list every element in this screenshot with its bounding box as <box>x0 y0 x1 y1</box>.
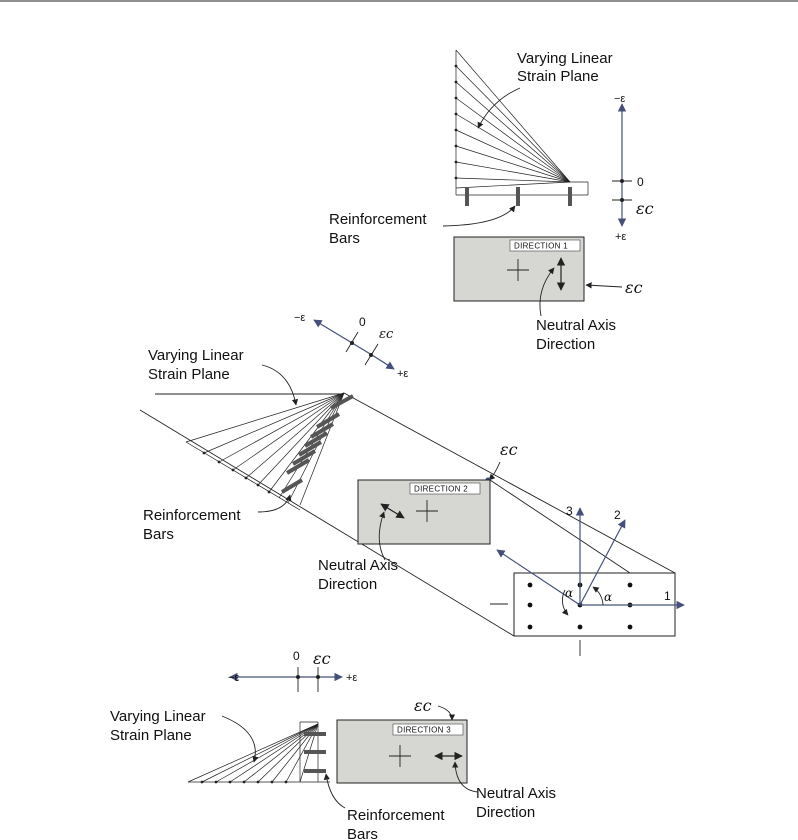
bot-neutral-label-1: Neutral Axis <box>476 785 556 802</box>
top-bars-label-1: Reinforcement <box>329 211 427 228</box>
top-bars-label-2: Bars <box>329 230 360 247</box>
bot-strain-plane-leader <box>221 715 259 763</box>
bot-neutral-leader <box>452 761 479 793</box>
direction-1-tag-box <box>509 239 581 252</box>
mid-fan-dots <box>202 451 271 494</box>
mid-strain-plane-label-1: Varying Linear <box>148 347 244 364</box>
mid-axis-epsc-label: εc <box>379 327 394 342</box>
section-angle-label: α <box>565 586 573 600</box>
direction-1-tag: DIRECTION 1 <box>514 242 568 251</box>
top-neutral-label-1: Neutral Axis <box>536 317 616 334</box>
section-angle-arc <box>592 586 604 606</box>
mid-axis-zero-label: 0 <box>359 315 366 329</box>
bot-bars-label-2: Bars <box>347 826 378 840</box>
bot-axis-zero-label: 0 <box>293 649 300 663</box>
top-axis-zero-label: 0 <box>637 175 644 189</box>
top-fan-dots <box>454 64 458 180</box>
direction-3-group: −ε 0 εc +ε Varying Linear <box>110 649 556 840</box>
direction-3-tag: DIRECTION 3 <box>397 726 451 735</box>
direction-2-neutral-axis-arrow <box>380 503 405 519</box>
bot-bars-leader <box>323 773 346 809</box>
top-axis-pos-label: +ε <box>615 231 626 243</box>
mid-strain-axis-neg <box>313 319 373 356</box>
bot-axis-zero-dot <box>296 675 300 679</box>
top-axis-zero-dot <box>620 179 624 183</box>
section-axis-2 <box>579 519 626 606</box>
bot-strain-plane-label-2: Strain Plane <box>110 727 192 744</box>
bot-epsc-label: εc <box>414 696 432 715</box>
bot-axis-neg-label: −ε <box>228 672 239 684</box>
top-bars-leader <box>442 205 516 227</box>
bot-neutral-label-2: Direction <box>476 804 535 821</box>
section-neutral-axis-direction <box>496 549 581 606</box>
bot-strain-plane-label-1: Varying Linear <box>110 708 206 725</box>
mid-prism-edge <box>489 479 631 574</box>
section-angle-label: α <box>604 590 612 604</box>
mid-bars-label-2: Bars <box>143 526 174 543</box>
top-strain-plane-label-2: Strain Plane <box>517 68 599 85</box>
mid-axis-pos-label: +ε <box>397 368 408 380</box>
mid-prism-edge-top <box>343 392 676 574</box>
bot-axis-epsc-label: εc <box>313 649 331 668</box>
mid-bars-leader <box>257 494 292 513</box>
section-axis-2-label: 2 <box>614 508 621 522</box>
mid-strain-plane-label-2: Strain Plane <box>148 366 230 383</box>
section-axis-1-label: 1 <box>664 589 671 603</box>
direction-2-tag: DIRECTION 2 <box>414 485 468 494</box>
top-axis-epsc-label: εc <box>636 199 654 218</box>
top-neutral-label-2: Direction <box>536 336 595 353</box>
mid-neutral-label-1: Neutral Axis <box>318 557 398 574</box>
mid-strain-plane-leader <box>261 364 299 406</box>
direction-1-group: Varying Linear Strain Plane Reinforcemen… <box>329 49 654 353</box>
top-axis-epsc-dot <box>620 198 624 202</box>
bot-bars-label-1: Reinforcement <box>347 807 445 824</box>
mid-strain-fan <box>185 392 345 511</box>
mid-epsc-label: εc <box>500 440 518 459</box>
direction-2-group: −ε 0 εc +ε <box>139 312 685 656</box>
mid-axis-neg-label: −ε <box>294 312 305 324</box>
top-epsc-side-label: εc <box>625 278 643 297</box>
top-neutral-leader <box>539 267 555 317</box>
mid-axis-epsc-dot <box>369 353 373 357</box>
top-axis-neg-label: −ε <box>614 93 625 105</box>
mid-reinforcement-bars <box>280 394 354 494</box>
top-strain-plane-label-1: Varying Linear <box>517 50 613 67</box>
mid-strain-axis-pos <box>371 354 395 370</box>
bot-fan-dots <box>200 780 288 784</box>
top-epsc-side-leader <box>585 282 623 289</box>
bot-epsc-leader <box>437 705 456 721</box>
top-strain-plane-leader <box>477 87 521 129</box>
mid-axis-zero-dot <box>350 341 354 345</box>
mid-neutral-leader <box>378 511 386 561</box>
bot-axis-pos-label: +ε <box>346 672 357 684</box>
direction-2-tag-box <box>409 482 481 495</box>
top-strain-fan <box>455 49 589 196</box>
section-angle-arc <box>561 589 569 616</box>
section-axis-3-label: 3 <box>566 504 573 518</box>
direction-3-tag-box <box>392 723 464 736</box>
mid-prism-edge-bottom <box>139 409 515 637</box>
mid-bars-label-1: Reinforcement <box>143 507 241 524</box>
mid-neutral-label-2: Direction <box>318 576 377 593</box>
bot-axis-epsc-dot <box>316 675 320 679</box>
